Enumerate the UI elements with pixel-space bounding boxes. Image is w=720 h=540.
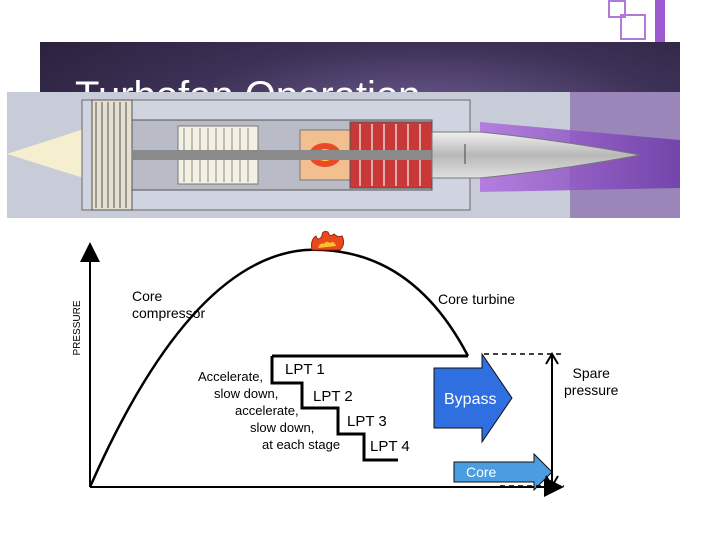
- lpt-description-line2: slow down,: [214, 386, 279, 401]
- pressure-curve: [88, 248, 470, 488]
- core-label: Core: [466, 464, 497, 480]
- core-arrow: [453, 452, 553, 492]
- lpt3-label: LPT 3: [347, 413, 387, 430]
- core-compressor-label: Core compressor: [132, 288, 206, 321]
- lpt2-label: LPT 2: [313, 388, 353, 405]
- decorative-square: [620, 14, 646, 40]
- core-turbine-label: Core turbine: [438, 291, 516, 307]
- lpt1-label: LPT 1: [285, 361, 325, 378]
- lpt-description-line3: accelerate,: [235, 403, 299, 418]
- lpt-description-line5: at each stage: [262, 437, 341, 452]
- spare-pressure-label: Spare pressure: [564, 365, 619, 398]
- bypass-arrow: [433, 352, 513, 444]
- y-axis-label: PRESSURE: [72, 300, 83, 356]
- turbofan-engine-illustration: [7, 92, 680, 218]
- lpt4-label: LPT 4: [370, 438, 410, 455]
- decorative-square: [608, 0, 626, 18]
- combustion-flame-icon: [311, 231, 345, 251]
- bypass-label: Bypass: [444, 391, 497, 408]
- lpt-description-line1: Accelerate,: [198, 369, 264, 384]
- lpt-description-line4: slow down,: [250, 420, 315, 435]
- lpt-staircase: [270, 354, 468, 462]
- accent-bar: [655, 0, 665, 42]
